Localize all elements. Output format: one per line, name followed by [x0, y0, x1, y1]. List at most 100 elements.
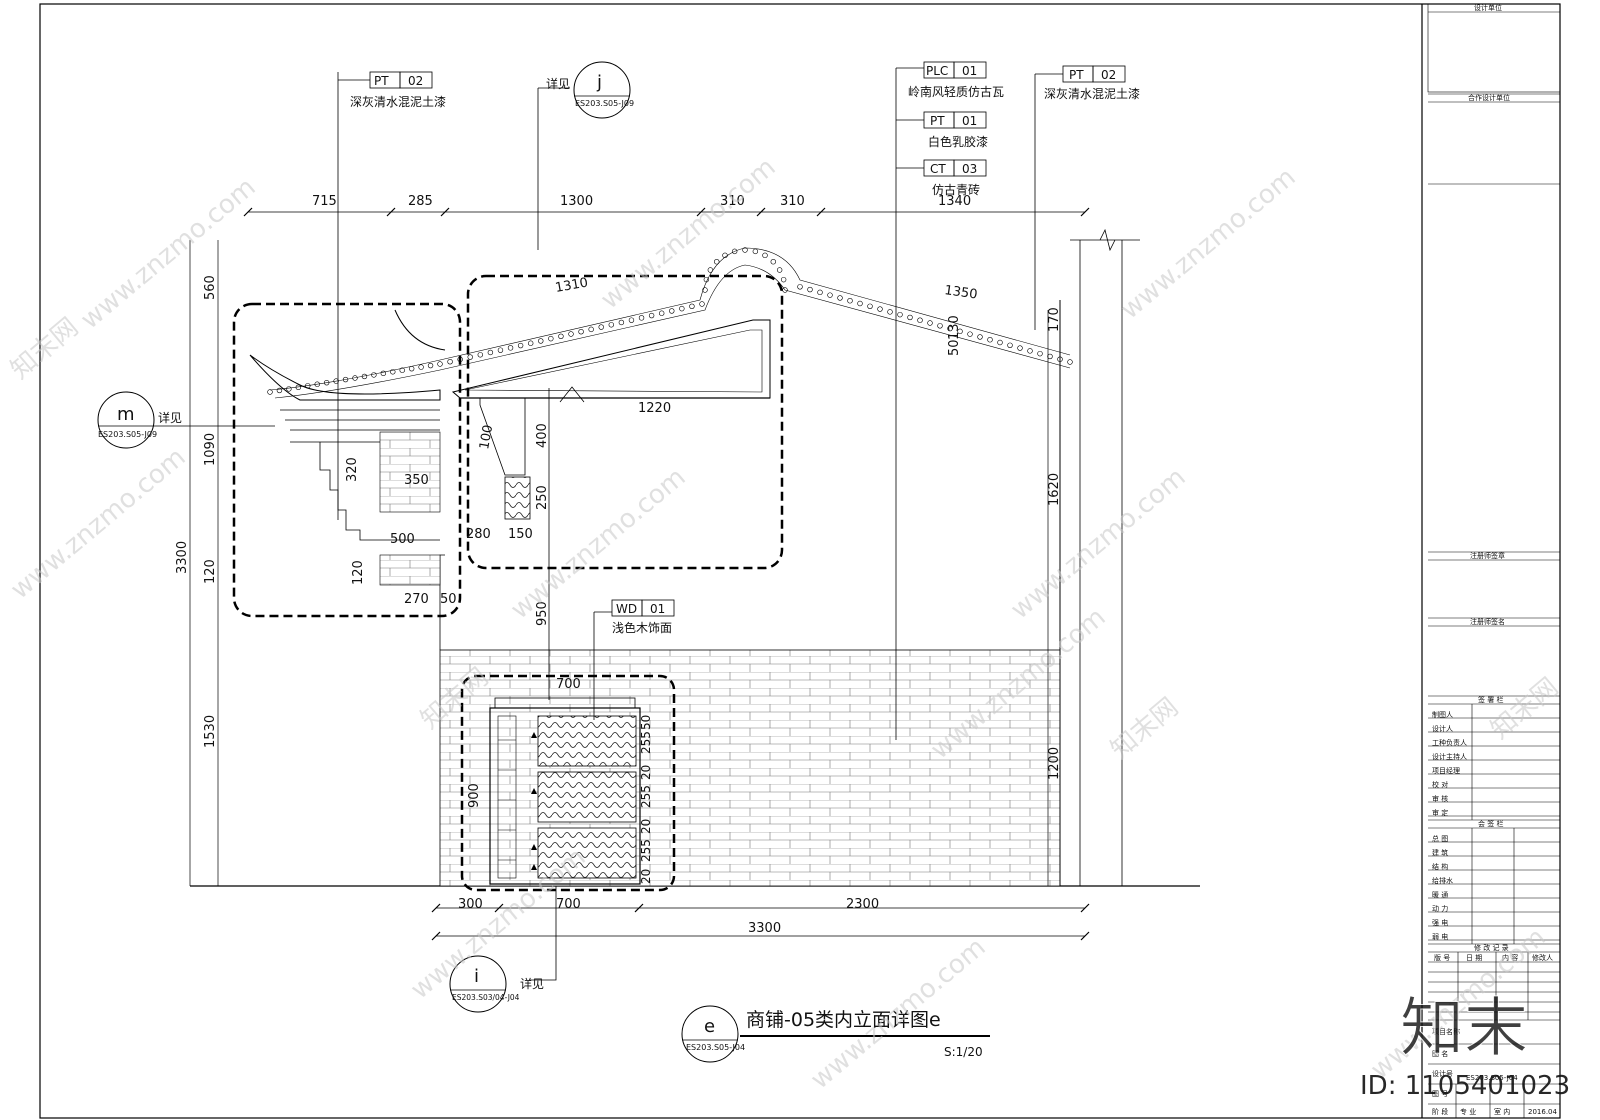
dim-cab-1: 20: [639, 765, 653, 780]
tb-project-1: 图 名: [1432, 1049, 1448, 1058]
roof-tile: [977, 334, 983, 340]
roof-tile: [702, 287, 708, 293]
tb-cosign-3: 给排水: [1432, 876, 1453, 885]
dim-bottom-1: 700: [556, 897, 581, 912]
roof-tile: [699, 301, 705, 307]
roof-tile: [418, 364, 424, 370]
watermark-site-4: www.znzmo.com: [5, 442, 191, 605]
dim-left-0: 560: [203, 275, 218, 300]
tb-cosign-0: 总 图: [1432, 834, 1448, 843]
dim-bottom-3: 3300: [748, 921, 781, 936]
callout-0-code: PT: [374, 74, 389, 88]
roof-tile: [887, 309, 893, 315]
roof-tile: [390, 369, 396, 375]
eave-brick: [379, 431, 441, 513]
dim-eave-3: 50: [440, 592, 457, 607]
canopy-inner: [464, 329, 763, 393]
callout-0-num: 02: [408, 74, 423, 88]
roof-tile: [286, 386, 292, 392]
dim-roof-0: 1310: [554, 275, 589, 296]
tb-cosign-6: 强 电: [1432, 918, 1448, 927]
eave-tip: [394, 309, 446, 351]
dim-text-bottom: 300 700 2300 3300: [458, 897, 879, 936]
roof-tile: [342, 376, 349, 383]
dim-right-0: 1620: [1047, 473, 1062, 506]
callout-3-code: CT: [930, 162, 946, 176]
title-block-row-lines: [1428, 717, 1560, 1013]
cabinet-panel-3: [537, 827, 637, 879]
callout-2-num: 01: [962, 114, 977, 128]
roof-tile: [548, 335, 554, 342]
ref-j-ref: ES203.S05-J09: [575, 99, 634, 108]
roof-tile: [897, 311, 903, 318]
tb-sign-5: 校 对: [1432, 780, 1448, 789]
eave-curve: [249, 354, 441, 401]
tb-coop-unit: 合作设计单位: [1468, 93, 1510, 102]
roof-tile: [703, 276, 710, 283]
roof-tile: [907, 314, 913, 321]
callout-5-desc: 浅色木饰面: [612, 621, 672, 635]
watermark-site-1: www.znzmo.com: [75, 172, 261, 335]
tb-cosign-5: 动 力: [1432, 904, 1448, 913]
eave-brick-2: [379, 554, 441, 586]
tb-sign-6: 审 核: [1432, 794, 1448, 803]
tb-project-2: 设计号: [1432, 1069, 1453, 1078]
dim-cab-5: 50: [639, 715, 653, 730]
roof-tile: [538, 338, 544, 344]
tb-bottom-0: 阶 段: [1432, 1107, 1448, 1116]
title-block: [1427, 3, 1561, 1118]
callout-0-desc: 深灰清水混泥土漆: [350, 95, 446, 109]
dim-eave-2: 270: [404, 592, 429, 607]
tb-bottom-2: 室 内: [1494, 1107, 1510, 1116]
dim-text-eave: 350 500 270 50: [390, 473, 457, 607]
dim-inner-1: 120: [351, 560, 366, 585]
tb-rev-col-1: 日 期: [1466, 954, 1482, 962]
dim-cab-4: 255: [639, 839, 653, 862]
detail-zone-j: [466, 274, 784, 570]
roof-tile: [947, 325, 953, 332]
ref-j-label: 详见: [546, 76, 570, 91]
cabinet-panel-2: [537, 771, 637, 823]
tb-sign-4: 项目经理: [1432, 766, 1460, 775]
roof-tile: [477, 352, 484, 358]
roof-tile: [361, 373, 368, 380]
dim-canopy-3: 250: [535, 485, 550, 510]
roof-tile: [658, 310, 665, 316]
ref-i-ref: ES203.S03/04-J04: [452, 993, 520, 1002]
leader-lines: [150, 67, 1063, 981]
roof-tile: [628, 317, 635, 323]
tb-cosign-7: 弱 电: [1432, 932, 1448, 941]
break-symbol: [1099, 228, 1116, 252]
roof-tile: [507, 345, 514, 351]
callout-5-num: 01: [650, 602, 665, 616]
dim-roof-3: 50: [947, 339, 962, 356]
roof-tile: [497, 347, 504, 353]
roof-tile: [618, 319, 625, 326]
roof-tile: [877, 306, 883, 312]
callout-texts: PT 02 深灰清水混泥土漆 PLC 01 岭南风轻质仿古瓦 PT 01 白色乳…: [350, 64, 1140, 635]
roof-tile: [776, 267, 783, 273]
outer-frame: [39, 3, 1561, 1119]
tb-rev-col-3: 修改人: [1532, 953, 1553, 962]
canopy-tri: [559, 386, 585, 403]
title-circle-letter: e: [704, 1016, 715, 1037]
roof-tile: [1057, 356, 1063, 362]
elevation: [150, 67, 1200, 981]
callout-4-num: 02: [1101, 68, 1116, 82]
roof-tile: [1007, 342, 1013, 348]
detail-ref-m: m ES203.S05-J09 详见: [97, 391, 182, 449]
dim-text-canopy: 1220 400 100 250 280 150: [466, 401, 671, 542]
tb-design-unit: 设计单位: [1474, 3, 1502, 12]
roof-tile: [731, 248, 738, 255]
roof-tile: [588, 326, 594, 333]
roof-tile: [1037, 350, 1043, 357]
roof-tile: [857, 300, 863, 307]
roof-tile: [689, 303, 695, 310]
tb-cosign-2: 结 构: [1432, 862, 1448, 871]
dim-cab-0: 255: [639, 731, 653, 754]
roof-tile: [847, 298, 853, 304]
watermark-brand-1: 知末网: [5, 312, 84, 385]
watermark-site-2: www.znzmo.com: [595, 152, 781, 315]
roof-tile: [323, 379, 330, 386]
eave-layers: [280, 409, 440, 443]
